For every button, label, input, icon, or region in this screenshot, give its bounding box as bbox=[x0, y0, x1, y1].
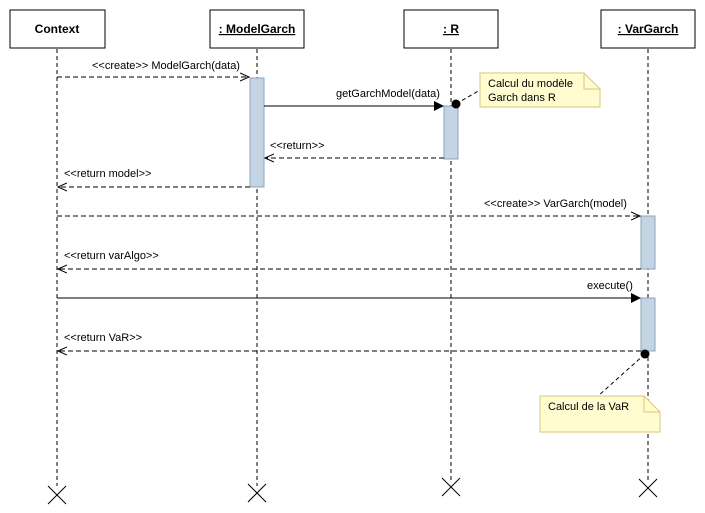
message-get-garch-model[interactable]: getGarchModel(data) bbox=[264, 88, 444, 111]
message-create-modelgarch[interactable]: <<create>> ModelGarch(data) bbox=[57, 60, 249, 77]
message-return[interactable]: <<return>> bbox=[265, 140, 444, 158]
destroy-x-icon bbox=[247, 483, 267, 503]
note-fold bbox=[643, 396, 660, 413]
lifeline-vargarch[interactable]: : VarGarch bbox=[600, 9, 696, 49]
activation-vargarch-create[interactable] bbox=[640, 215, 656, 270]
note-box[interactable] bbox=[479, 72, 601, 108]
activation-vargarch-execute[interactable] bbox=[640, 297, 656, 352]
lifeline-header-box[interactable] bbox=[209, 9, 305, 49]
lifeline-title: : VarGarch bbox=[618, 22, 679, 36]
lifeline-header-box[interactable] bbox=[9, 9, 106, 49]
message-label: execute() bbox=[587, 280, 633, 292]
lifeline-title: Context bbox=[35, 22, 80, 36]
lifeline-title: : ModelGarch bbox=[219, 22, 296, 36]
message-execute[interactable]: execute() bbox=[57, 280, 641, 303]
note-anchor-dot bbox=[451, 99, 461, 109]
message-label: <<return varAlgo>> bbox=[64, 250, 159, 262]
destroy-x-icon bbox=[441, 477, 461, 497]
message-label: <<return VaR>> bbox=[64, 332, 142, 344]
activation-modelgarch[interactable] bbox=[249, 77, 265, 188]
note-anchor-dot bbox=[640, 349, 650, 359]
note-connector bbox=[597, 353, 646, 397]
message-return-model[interactable]: <<return model>> bbox=[58, 168, 250, 187]
note-fold bbox=[583, 73, 600, 90]
message-return-var[interactable]: <<return VaR>> bbox=[58, 332, 641, 351]
lifeline-header-box[interactable] bbox=[600, 9, 696, 49]
note-garch-model[interactable]: Calcul du modèle Garch dans R bbox=[451, 72, 601, 109]
note-box[interactable] bbox=[539, 395, 661, 433]
destroy-marks bbox=[47, 477, 658, 505]
note-var[interactable]: Calcul de la VaR bbox=[539, 349, 661, 433]
message-return-varalgo[interactable]: <<return varAlgo>> bbox=[58, 250, 641, 269]
note-text-line-2: Garch dans R bbox=[488, 92, 556, 104]
message-label: getGarchModel(data) bbox=[336, 88, 440, 100]
lifeline-r[interactable]: : R bbox=[403, 9, 499, 49]
note-connector bbox=[455, 89, 481, 105]
note-text-line-1: Calcul du modèle bbox=[488, 78, 573, 90]
message-label: <<create>> ModelGarch(data) bbox=[92, 60, 240, 72]
note-text-line-1: Calcul de la VaR bbox=[548, 401, 629, 413]
message-label: <<return>> bbox=[270, 140, 324, 152]
lifeline-modelgarch[interactable]: : ModelGarch bbox=[209, 9, 305, 49]
destroy-x-icon bbox=[638, 478, 658, 498]
destroy-x-icon bbox=[47, 485, 67, 505]
message-label: <<create>> VarGarch(model) bbox=[484, 198, 627, 210]
activation-r[interactable] bbox=[443, 105, 459, 160]
activation-bars bbox=[249, 77, 656, 352]
lifeline-header-box[interactable] bbox=[403, 9, 499, 49]
lifeline-title: : R bbox=[443, 22, 459, 36]
lifeline-context[interactable]: Context bbox=[9, 9, 106, 49]
message-label: <<return model>> bbox=[64, 168, 151, 180]
message-create-vargarch[interactable]: <<create>> VarGarch(model) bbox=[57, 198, 640, 216]
